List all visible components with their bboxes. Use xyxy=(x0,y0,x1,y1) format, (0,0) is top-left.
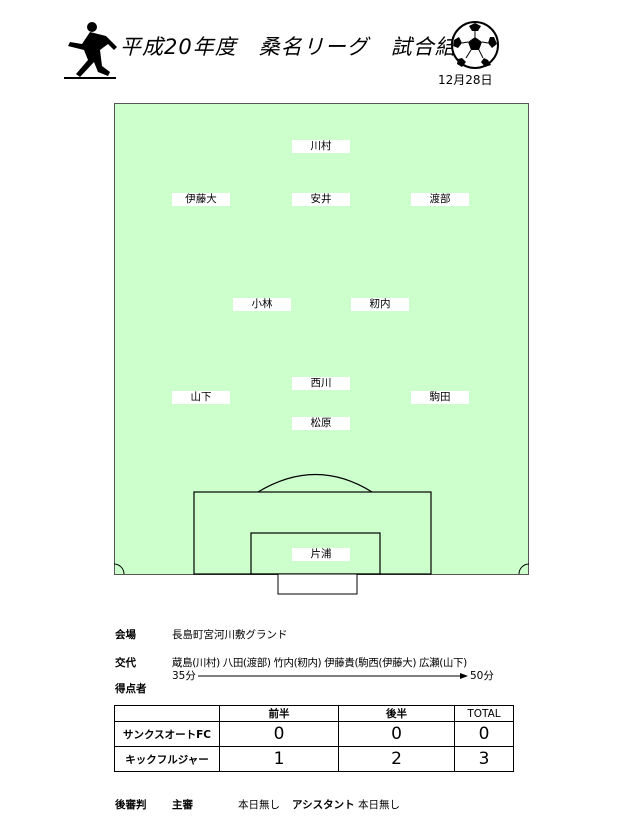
venue-label: 会場 xyxy=(115,629,136,641)
score-first-half: 0 xyxy=(219,721,339,747)
referee-label: 後審判 xyxy=(115,799,147,811)
assistant-referee: 本日無し xyxy=(358,799,400,811)
score-second-half: 0 xyxy=(338,721,455,747)
soccer-player-icon xyxy=(64,22,117,79)
pitch: 川村 伊藤大 安井 渡部 小林 籾内 西川 山下 駒田 松原 片浦 xyxy=(114,103,529,575)
player-hatsuuchi: 籾内 xyxy=(351,298,409,311)
team-name: サンクスオートFC xyxy=(114,721,220,747)
assistant-referee-label: アシスタント xyxy=(292,799,355,811)
score-total: 3 xyxy=(454,746,514,772)
substitutions: 蔵島(川村) 八田(渡部) 竹内(籾内) 伊藤貴(駒西(伊藤大) 広瀬(山下) xyxy=(172,657,467,669)
soccer-ball-icon xyxy=(451,21,499,69)
score-second-half: 2 xyxy=(338,746,455,772)
sub-time-end: 50分 xyxy=(470,670,494,682)
player-kobayashi: 小林 xyxy=(233,298,291,311)
score-header-total: TOTAL xyxy=(454,705,514,722)
pitch-lines xyxy=(114,473,529,595)
score-header-first-half: 前半 xyxy=(219,705,339,722)
score-table: 前半 後半 TOTAL サンクスオートFC 0 0 0 キックフルジャー 1 2… xyxy=(114,705,514,772)
score-first-half: 1 xyxy=(219,746,339,772)
score-header-blank xyxy=(114,705,220,722)
score-total: 0 xyxy=(454,721,514,747)
player-kawamura: 川村 xyxy=(292,140,350,153)
player-ito-dai: 伊藤大 xyxy=(172,193,230,206)
player-nishikawa: 西川 xyxy=(292,377,350,390)
player-yasui: 安井 xyxy=(292,193,350,206)
match-date: 12月28日 xyxy=(438,73,493,87)
player-komada: 駒田 xyxy=(411,391,469,404)
player-watanabe: 渡部 xyxy=(411,193,469,206)
main-referee: 本日無し xyxy=(238,799,280,811)
score-header-second-half: 後半 xyxy=(338,705,455,722)
player-matsubara: 松原 xyxy=(292,417,350,430)
sub-time-start: 35分 xyxy=(172,670,196,682)
player-yamashita: 山下 xyxy=(172,391,230,404)
page-title: 平成20年度 桑名リーグ 試合結果 xyxy=(120,35,479,59)
main-referee-label: 主審 xyxy=(172,799,193,811)
scorers-label: 得点者 xyxy=(115,683,147,695)
substitution-label: 交代 xyxy=(115,657,136,669)
sub-time-arrow xyxy=(198,673,468,679)
team-name: キックフルジャー xyxy=(114,746,220,772)
player-kataura: 片浦 xyxy=(292,548,350,561)
venue: 長島町宮河川敷グランド xyxy=(172,629,288,641)
